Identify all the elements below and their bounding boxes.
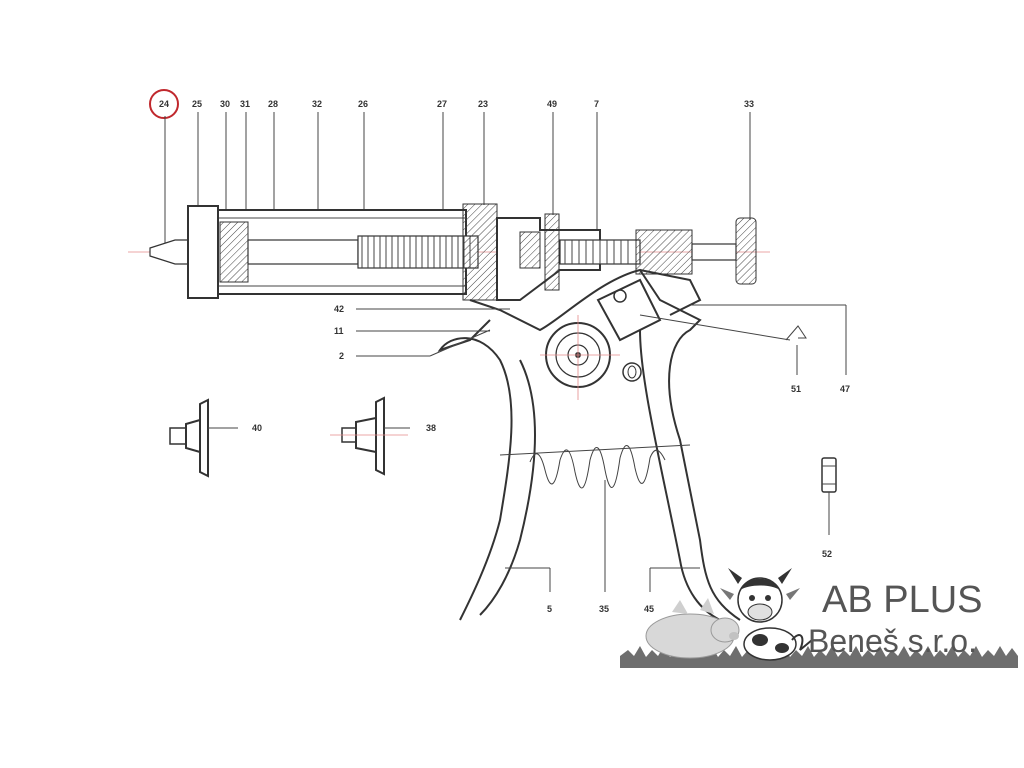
label-33: 33 bbox=[744, 99, 754, 109]
label-51: 51 bbox=[791, 384, 801, 394]
label-52: 52 bbox=[822, 549, 832, 559]
handle-grip bbox=[437, 268, 741, 621]
label-25: 25 bbox=[192, 99, 202, 109]
label-49: 49 bbox=[547, 99, 557, 109]
label-47: 47 bbox=[840, 384, 850, 394]
part-51-hook bbox=[785, 325, 807, 341]
left-leader-lines bbox=[356, 308, 510, 357]
highlight-circle bbox=[149, 89, 179, 119]
top-labels: 24 25 30 31 28 32 26 27 23 49 7 33 bbox=[159, 99, 754, 109]
logo-line-2: Beneš s.r.o. bbox=[808, 623, 977, 659]
label-7: 7 bbox=[594, 99, 599, 109]
knob bbox=[735, 217, 757, 285]
label-30: 30 bbox=[220, 99, 230, 109]
label-5: 5 bbox=[547, 604, 552, 614]
part-38 bbox=[330, 396, 410, 476]
label-26: 26 bbox=[358, 99, 368, 109]
label-40: 40 bbox=[252, 423, 262, 433]
label-31: 31 bbox=[240, 99, 250, 109]
bottom-leader-lines bbox=[505, 480, 700, 592]
part-40 bbox=[169, 398, 238, 478]
label-23: 23 bbox=[478, 99, 488, 109]
label-2: 2 bbox=[339, 351, 344, 361]
label-32: 32 bbox=[312, 99, 322, 109]
label-42: 42 bbox=[334, 304, 344, 314]
label-38: 38 bbox=[426, 423, 436, 433]
label-28: 28 bbox=[268, 99, 278, 109]
label-11: 11 bbox=[334, 326, 344, 336]
grass-strip bbox=[620, 646, 1018, 668]
syringe-body bbox=[128, 203, 770, 301]
cow-icon bbox=[720, 568, 813, 661]
label-45: 45 bbox=[644, 604, 654, 614]
label-35: 35 bbox=[599, 604, 609, 614]
pig-icon bbox=[645, 598, 740, 659]
company-logo: AB PLUS Beneš s.r.o. bbox=[620, 568, 1018, 668]
label-24: 24 bbox=[159, 99, 169, 109]
needle-tip bbox=[149, 239, 189, 265]
part-52 bbox=[821, 457, 837, 535]
logo-line-1: AB PLUS bbox=[822, 579, 983, 621]
spring bbox=[499, 444, 691, 489]
piston bbox=[219, 221, 249, 283]
label-27: 27 bbox=[437, 99, 447, 109]
right-leader-lines bbox=[639, 304, 847, 375]
threaded-rod bbox=[357, 235, 479, 269]
